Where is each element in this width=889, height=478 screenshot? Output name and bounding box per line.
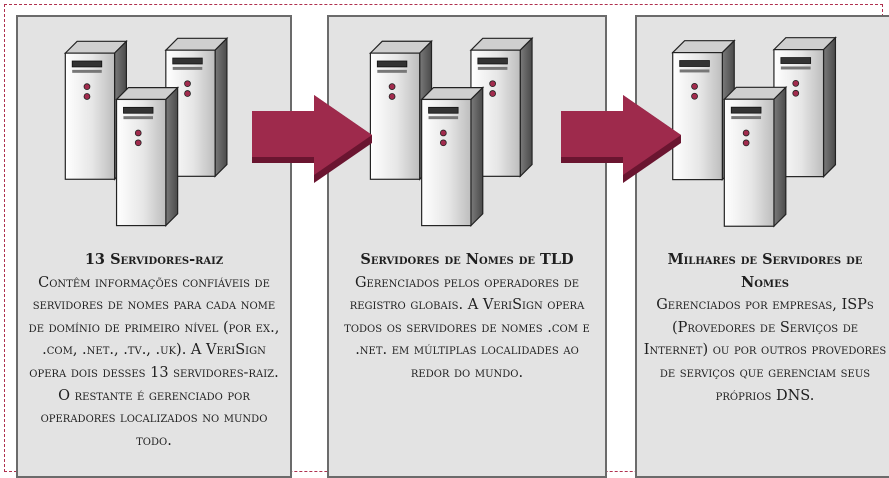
panel-root-servers: 13 Servidores-raiz Contêm informações co… bbox=[16, 15, 292, 478]
panel-body: Contêm informações confiáveis de servido… bbox=[28, 274, 280, 449]
panel-tld-servers: Servidores de Nomes de TLD Gerenciados p… bbox=[327, 15, 607, 478]
arrow-right-icon bbox=[561, 95, 681, 183]
panel-body: Gerenciados pelos operadores de registro… bbox=[344, 274, 590, 381]
arrow-right-icon bbox=[252, 95, 372, 183]
panel-name-servers: Milhares de Servidores de Nomes Gerencia… bbox=[635, 15, 889, 478]
panel-title: 13 Servidores-raiz bbox=[84, 251, 224, 268]
panel-text: Servidores de Nomes de TLD Gerenciados p… bbox=[335, 249, 599, 385]
panel-body: Gerenciados por empresas, ISPs (Provedor… bbox=[643, 297, 887, 404]
panel-title: Servidores de Nomes de TLD bbox=[360, 251, 574, 268]
panel-text: 13 Servidores-raiz Contêm informações co… bbox=[24, 249, 284, 452]
panel-title: Milhares de Servidores de Nomes bbox=[667, 251, 863, 291]
panel-text: Milhares de Servidores de Nomes Gerencia… bbox=[643, 249, 887, 407]
